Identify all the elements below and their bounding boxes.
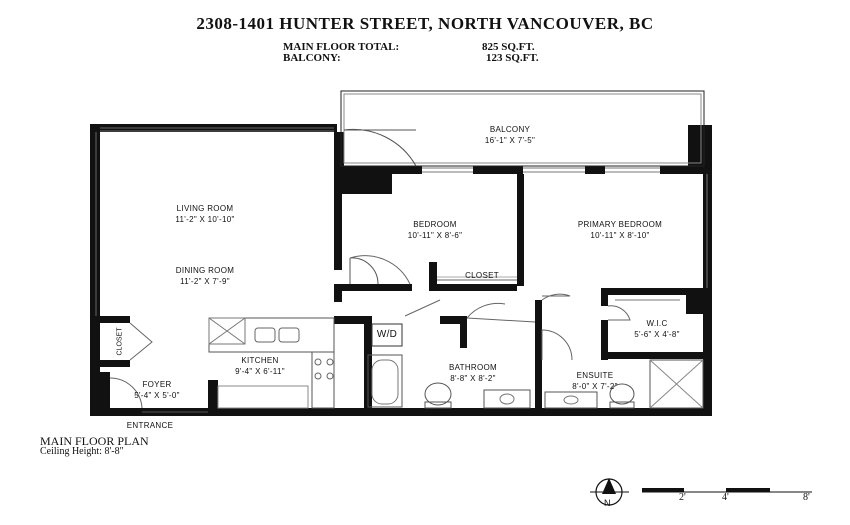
entrance-label: ENTRANCE xyxy=(126,421,174,430)
kitchen-dims: 9'-4" X 6'-11" xyxy=(235,367,285,376)
wall-living-bedroom-low xyxy=(334,284,342,302)
room-bedroom: BEDROOM 10'-11" X 8'-6" xyxy=(380,219,490,241)
room-foyer: FOYER 5'-4" X 5'-0" xyxy=(112,379,202,401)
wall-closet-stub xyxy=(429,262,437,291)
balcony-outline xyxy=(340,90,705,167)
wall-wic-pier xyxy=(686,288,705,314)
wall-bed-south-b xyxy=(429,284,517,291)
wall-east-pier xyxy=(688,125,710,167)
balcony-door-swing xyxy=(343,128,417,167)
foyer-name: FOYER xyxy=(142,380,172,389)
room-kitchen: KITCHEN 9'-4" X 6'-11" xyxy=(205,355,315,377)
scale-label-8: 8' xyxy=(803,492,810,503)
balcony-name: BALCONY xyxy=(489,125,531,134)
wall-hall-stub xyxy=(535,300,542,318)
closet-foyer-name: CLOSET xyxy=(116,327,124,356)
wall-wic-south xyxy=(601,352,705,359)
primary-name: PRIMARY BEDROOM xyxy=(577,220,663,229)
main-floor-total-label: MAIN FLOOR TOTAL: xyxy=(283,41,400,53)
wall-bed-north-b xyxy=(473,166,523,174)
wall-kitchen-foyer xyxy=(208,380,218,416)
wic-name: W.I.C xyxy=(646,319,668,328)
balcony-rail xyxy=(343,93,702,164)
room-ensuite: ENSUITE 8'-0" X 7'-2" xyxy=(545,370,645,392)
bedroom-name: BEDROOM xyxy=(413,220,457,229)
bathroom-dims: 8'-8" X 8'-2" xyxy=(450,374,496,383)
wall-closet-bottom xyxy=(100,360,130,367)
bedroom-dims: 10'-11" X 8'-6" xyxy=(407,231,463,240)
wall-bed-partition xyxy=(517,174,524,286)
wall-column-bedroom xyxy=(334,166,392,194)
wall-wic-north xyxy=(601,288,705,295)
bedroom-door-swing xyxy=(349,257,379,285)
scale-label-4: 4' xyxy=(722,492,729,503)
wall-bed-north-d xyxy=(660,166,705,174)
wall-bed-south-a xyxy=(342,284,412,291)
closet-bedroom-name: CLOSET xyxy=(465,271,499,280)
dining-name: DINING ROOM xyxy=(175,266,235,275)
wall-wic-west-top xyxy=(601,288,608,306)
room-primary-bedroom: PRIMARY BEDROOM 10'-11" X 8'-10" xyxy=(555,219,685,241)
living-dims: 11'-2" X 10'-10" xyxy=(175,215,235,224)
room-closet-foyer: CLOSET xyxy=(112,327,126,356)
room-bathroom: BATHROOM 8'-8" X 8'-2" xyxy=(418,362,528,384)
wall-bath-ensuite xyxy=(535,318,542,416)
compass-north: N xyxy=(604,498,611,508)
balcony-area-label: BALCONY: xyxy=(283,52,341,64)
kitchen-name: KITCHEN xyxy=(241,356,279,365)
wall-closet-top xyxy=(100,316,130,323)
room-closet-bedroom: CLOSET xyxy=(452,270,512,281)
wall-bed-north-c xyxy=(585,166,605,174)
scale-label-2: 2' xyxy=(679,492,686,503)
ensuite-dims: 8'-0" X 7'-2" xyxy=(572,382,618,391)
floor-plan-label: MAIN FLOOR PLAN xyxy=(40,434,149,448)
primary-dims: 10'-11" X 8'-10" xyxy=(590,231,650,240)
wd-name: W/D xyxy=(376,329,398,340)
wall-bath-north xyxy=(440,316,467,324)
compass-arrow xyxy=(602,478,616,494)
wall-wic-west xyxy=(601,320,608,360)
main-floor-total-value: 825 SQ.FT. xyxy=(482,41,535,53)
wall-south xyxy=(90,408,710,416)
room-living: LIVING ROOM 11'-2" X 10'-10" xyxy=(150,203,260,225)
foyer-dims: 5'-4" X 5'-0" xyxy=(134,391,180,400)
room-balcony: BALCONY 16'-1" X 7'-5" xyxy=(440,124,580,146)
ensuite-name: ENSUITE xyxy=(576,371,614,380)
room-wd: W/D xyxy=(372,329,402,340)
wall-west xyxy=(90,124,100,416)
wall-bath-stub xyxy=(460,318,467,348)
room-dining: DINING ROOM 11'-2" X 7'-9" xyxy=(150,265,260,287)
bathroom-name: BATHROOM xyxy=(448,363,498,372)
wall-kitchen-north xyxy=(334,316,364,324)
living-name: LIVING ROOM xyxy=(176,204,234,213)
balcony-area-value: 123 SQ.FT. xyxy=(486,52,539,64)
wic-dims: 5'-6" X 4'-8" xyxy=(634,330,680,339)
page-title: 2308-1401 HUNTER STREET, NORTH VANCOUVER… xyxy=(196,14,654,33)
dining-dims: 11'-2" X 7'-9" xyxy=(180,277,230,286)
room-wic: W.I.C 5'-6" X 4'-8" xyxy=(612,318,702,340)
wall-bed-north-a xyxy=(392,166,422,174)
wall-balcony-jamb xyxy=(334,132,344,168)
ceiling-height: Ceiling Height: 8'-8" xyxy=(40,446,124,457)
balcony-dims: 16'-1" X 7'-5" xyxy=(484,136,536,145)
wall-living-bedroom xyxy=(334,190,342,270)
wall-foyer xyxy=(100,372,110,416)
